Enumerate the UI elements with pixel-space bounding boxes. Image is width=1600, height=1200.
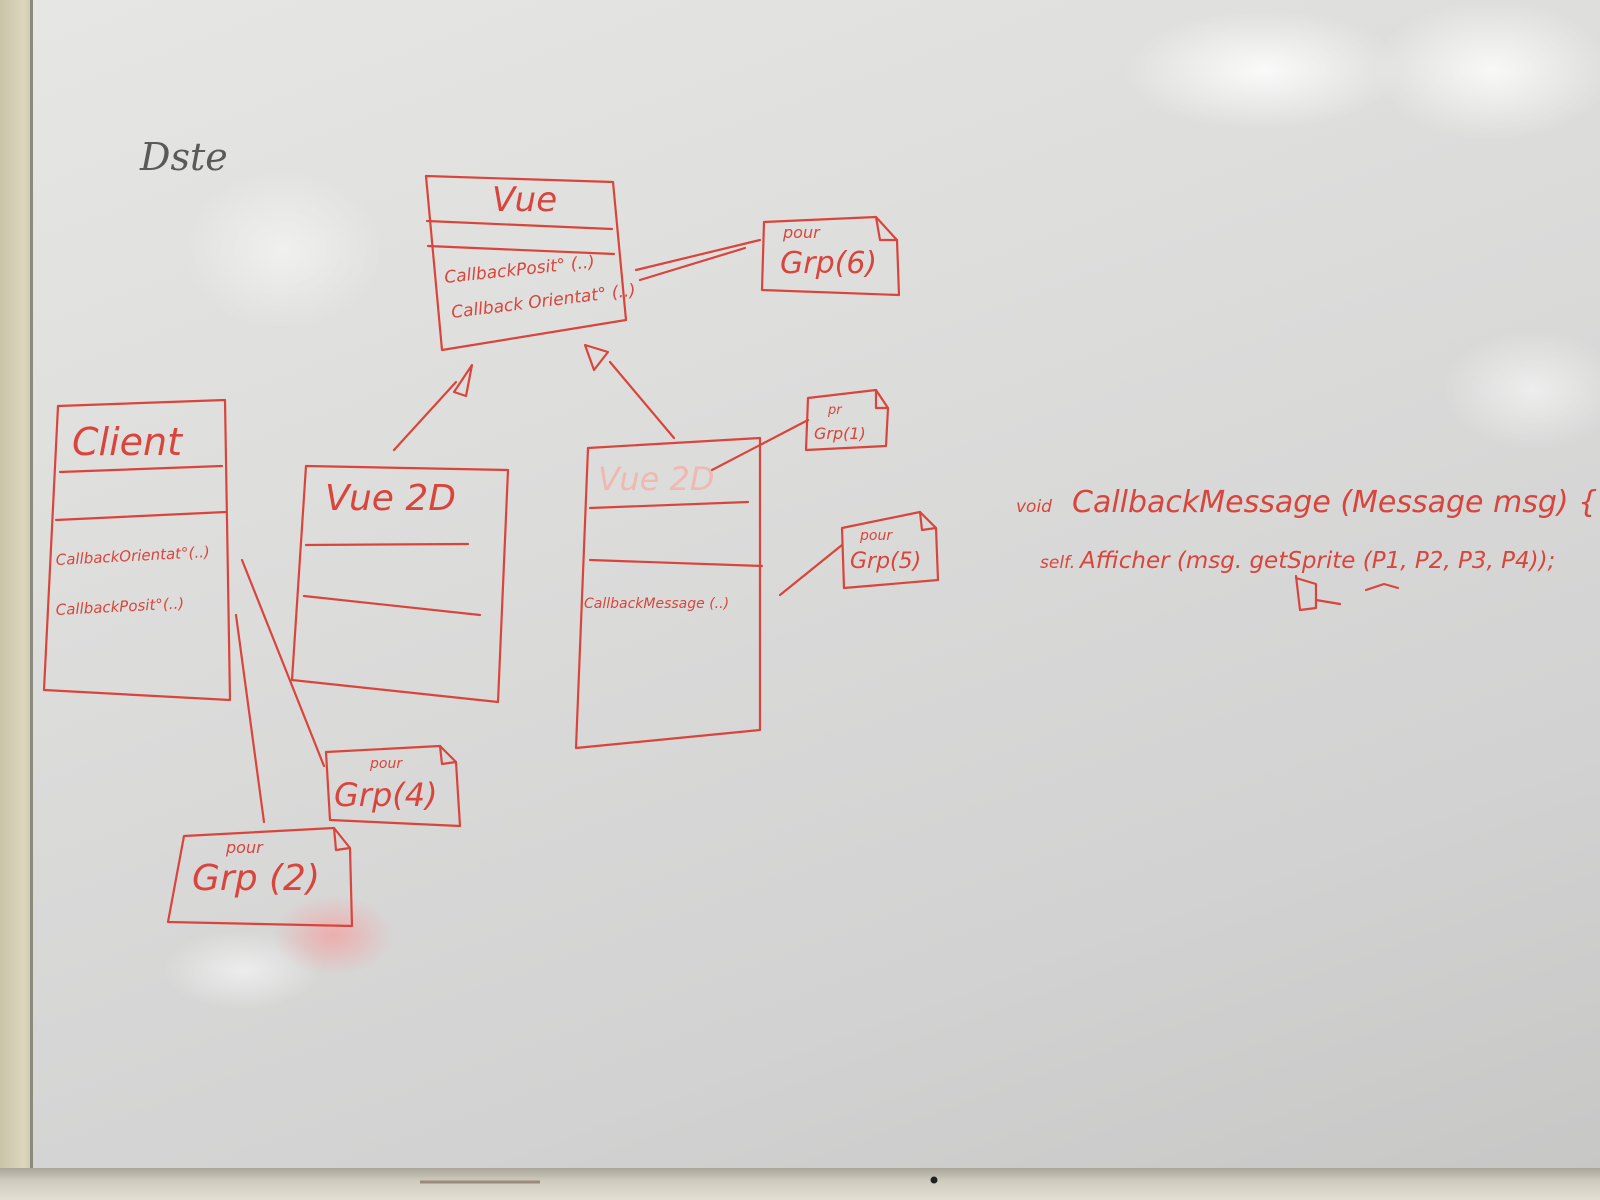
inheritance-arrow-left bbox=[392, 363, 474, 452]
code-line-1: CallbackMessage (Message msg) { bbox=[1072, 485, 1597, 520]
class-client: Client CallbackOrientat°(..) CallbackPos… bbox=[42, 398, 232, 702]
class-client-divider-1 bbox=[58, 464, 224, 474]
code-snippet: void CallbackMessage (Message msg) { sel… bbox=[1016, 485, 1597, 612]
code-line-2: Afficher (msg. getSprite (P1, P2, P3, P4… bbox=[1078, 548, 1555, 574]
inheritance-arrow-left-line bbox=[392, 380, 458, 452]
class-vue2d-left-box bbox=[290, 464, 510, 704]
class-vue2d-right-title: Vue 2D bbox=[598, 460, 714, 498]
note-grp5-connector bbox=[778, 543, 844, 597]
note-grp5: pour Grp(5) bbox=[840, 510, 940, 590]
class-vue-method-1: CallbackPosit° (..) bbox=[443, 252, 595, 288]
note-grp1-label: Grp(1) bbox=[814, 424, 866, 443]
note-grp5-label: Grp(5) bbox=[850, 549, 921, 574]
code-scribble-box bbox=[1294, 574, 1318, 612]
note-grp1: pr Grp(1) bbox=[804, 388, 890, 452]
note-grp2-top: pour bbox=[225, 838, 264, 857]
board-screw bbox=[930, 1176, 938, 1184]
note-grp4-label: Grp(4) bbox=[334, 776, 438, 814]
class-vue2d-right-divider-1 bbox=[588, 500, 750, 510]
class-client-method-1: CallbackOrientat°(..) bbox=[55, 543, 210, 569]
class-vue2d-left-title: Vue 2D bbox=[325, 478, 456, 519]
class-client-title: Client bbox=[72, 420, 184, 464]
note-grp4-top: pour bbox=[369, 756, 403, 772]
note-grp2-fold bbox=[332, 826, 352, 852]
note-grp6-top: pour bbox=[782, 223, 821, 242]
whiteboard-tray bbox=[0, 1168, 1600, 1200]
class-vue2d-left-divider-1 bbox=[304, 542, 470, 547]
note-grp6-label: Grp(6) bbox=[780, 246, 877, 281]
class-vue2d-right-box bbox=[574, 436, 762, 750]
corner-scribble: Dste bbox=[139, 135, 228, 179]
note-grp5-shape bbox=[840, 510, 940, 590]
code-line-2-self: self. bbox=[1040, 553, 1075, 573]
code-line-1-void: void bbox=[1016, 497, 1052, 517]
class-vue2d-left: Vue 2D bbox=[290, 464, 510, 704]
note-grp2-label: Grp (2) bbox=[192, 858, 320, 899]
note-grp2-shape bbox=[166, 826, 354, 928]
inheritance-arrow-right-head bbox=[583, 343, 610, 372]
class-vue: Vue CallbackPosit° (..) Callback Orienta… bbox=[424, 174, 637, 352]
class-vue2d-right-method-1: CallbackMessage (..) bbox=[584, 596, 729, 612]
note-grp6-shape bbox=[760, 215, 901, 297]
note-grp2: pour Grp (2) bbox=[166, 826, 354, 928]
note-grp1-shape bbox=[804, 388, 890, 452]
note-grp6-fold bbox=[874, 215, 899, 242]
whiteboard bbox=[30, 0, 1600, 1172]
class-vue2d-right: Vue 2D CallbackMessage (..) bbox=[574, 436, 764, 750]
inheritance-arrow-right-line bbox=[608, 360, 676, 440]
note-grp2-connector bbox=[234, 613, 266, 824]
note-grp1-connector bbox=[710, 418, 810, 472]
note-grp6-connector bbox=[634, 238, 762, 272]
note-grp5-fold bbox=[918, 510, 938, 532]
note-grp4: pour Grp(4) bbox=[324, 744, 462, 828]
note-grp5-top: pour bbox=[859, 528, 893, 544]
note-grp6-connector-2 bbox=[638, 246, 747, 282]
code-scribble-squiggle bbox=[1364, 582, 1400, 592]
note-grp4-fold bbox=[438, 744, 458, 766]
inheritance-arrow-left-head bbox=[452, 363, 474, 398]
inheritance-arrow-right bbox=[583, 343, 676, 440]
note-grp4-connector bbox=[240, 558, 326, 768]
class-vue-divider-1 bbox=[425, 219, 614, 231]
class-vue-box bbox=[424, 174, 628, 352]
class-client-box bbox=[42, 398, 232, 702]
note-grp6: pour Grp(6) bbox=[760, 215, 901, 297]
class-vue-method-2: Callback Orientat° (..) bbox=[450, 280, 637, 322]
code-scribble-arrow bbox=[1314, 598, 1342, 606]
class-vue2d-left-divider-2 bbox=[302, 594, 482, 617]
class-vue-title: Vue bbox=[492, 180, 557, 220]
note-grp1-top: pr bbox=[827, 403, 843, 418]
note-grp1-fold bbox=[874, 388, 890, 410]
class-client-divider-2 bbox=[54, 510, 228, 522]
class-client-method-2: CallbackPosit°(..) bbox=[55, 594, 184, 619]
note-grp4-shape bbox=[324, 744, 462, 828]
class-vue2d-right-divider-2 bbox=[588, 558, 764, 568]
class-vue-divider-2 bbox=[426, 244, 616, 256]
